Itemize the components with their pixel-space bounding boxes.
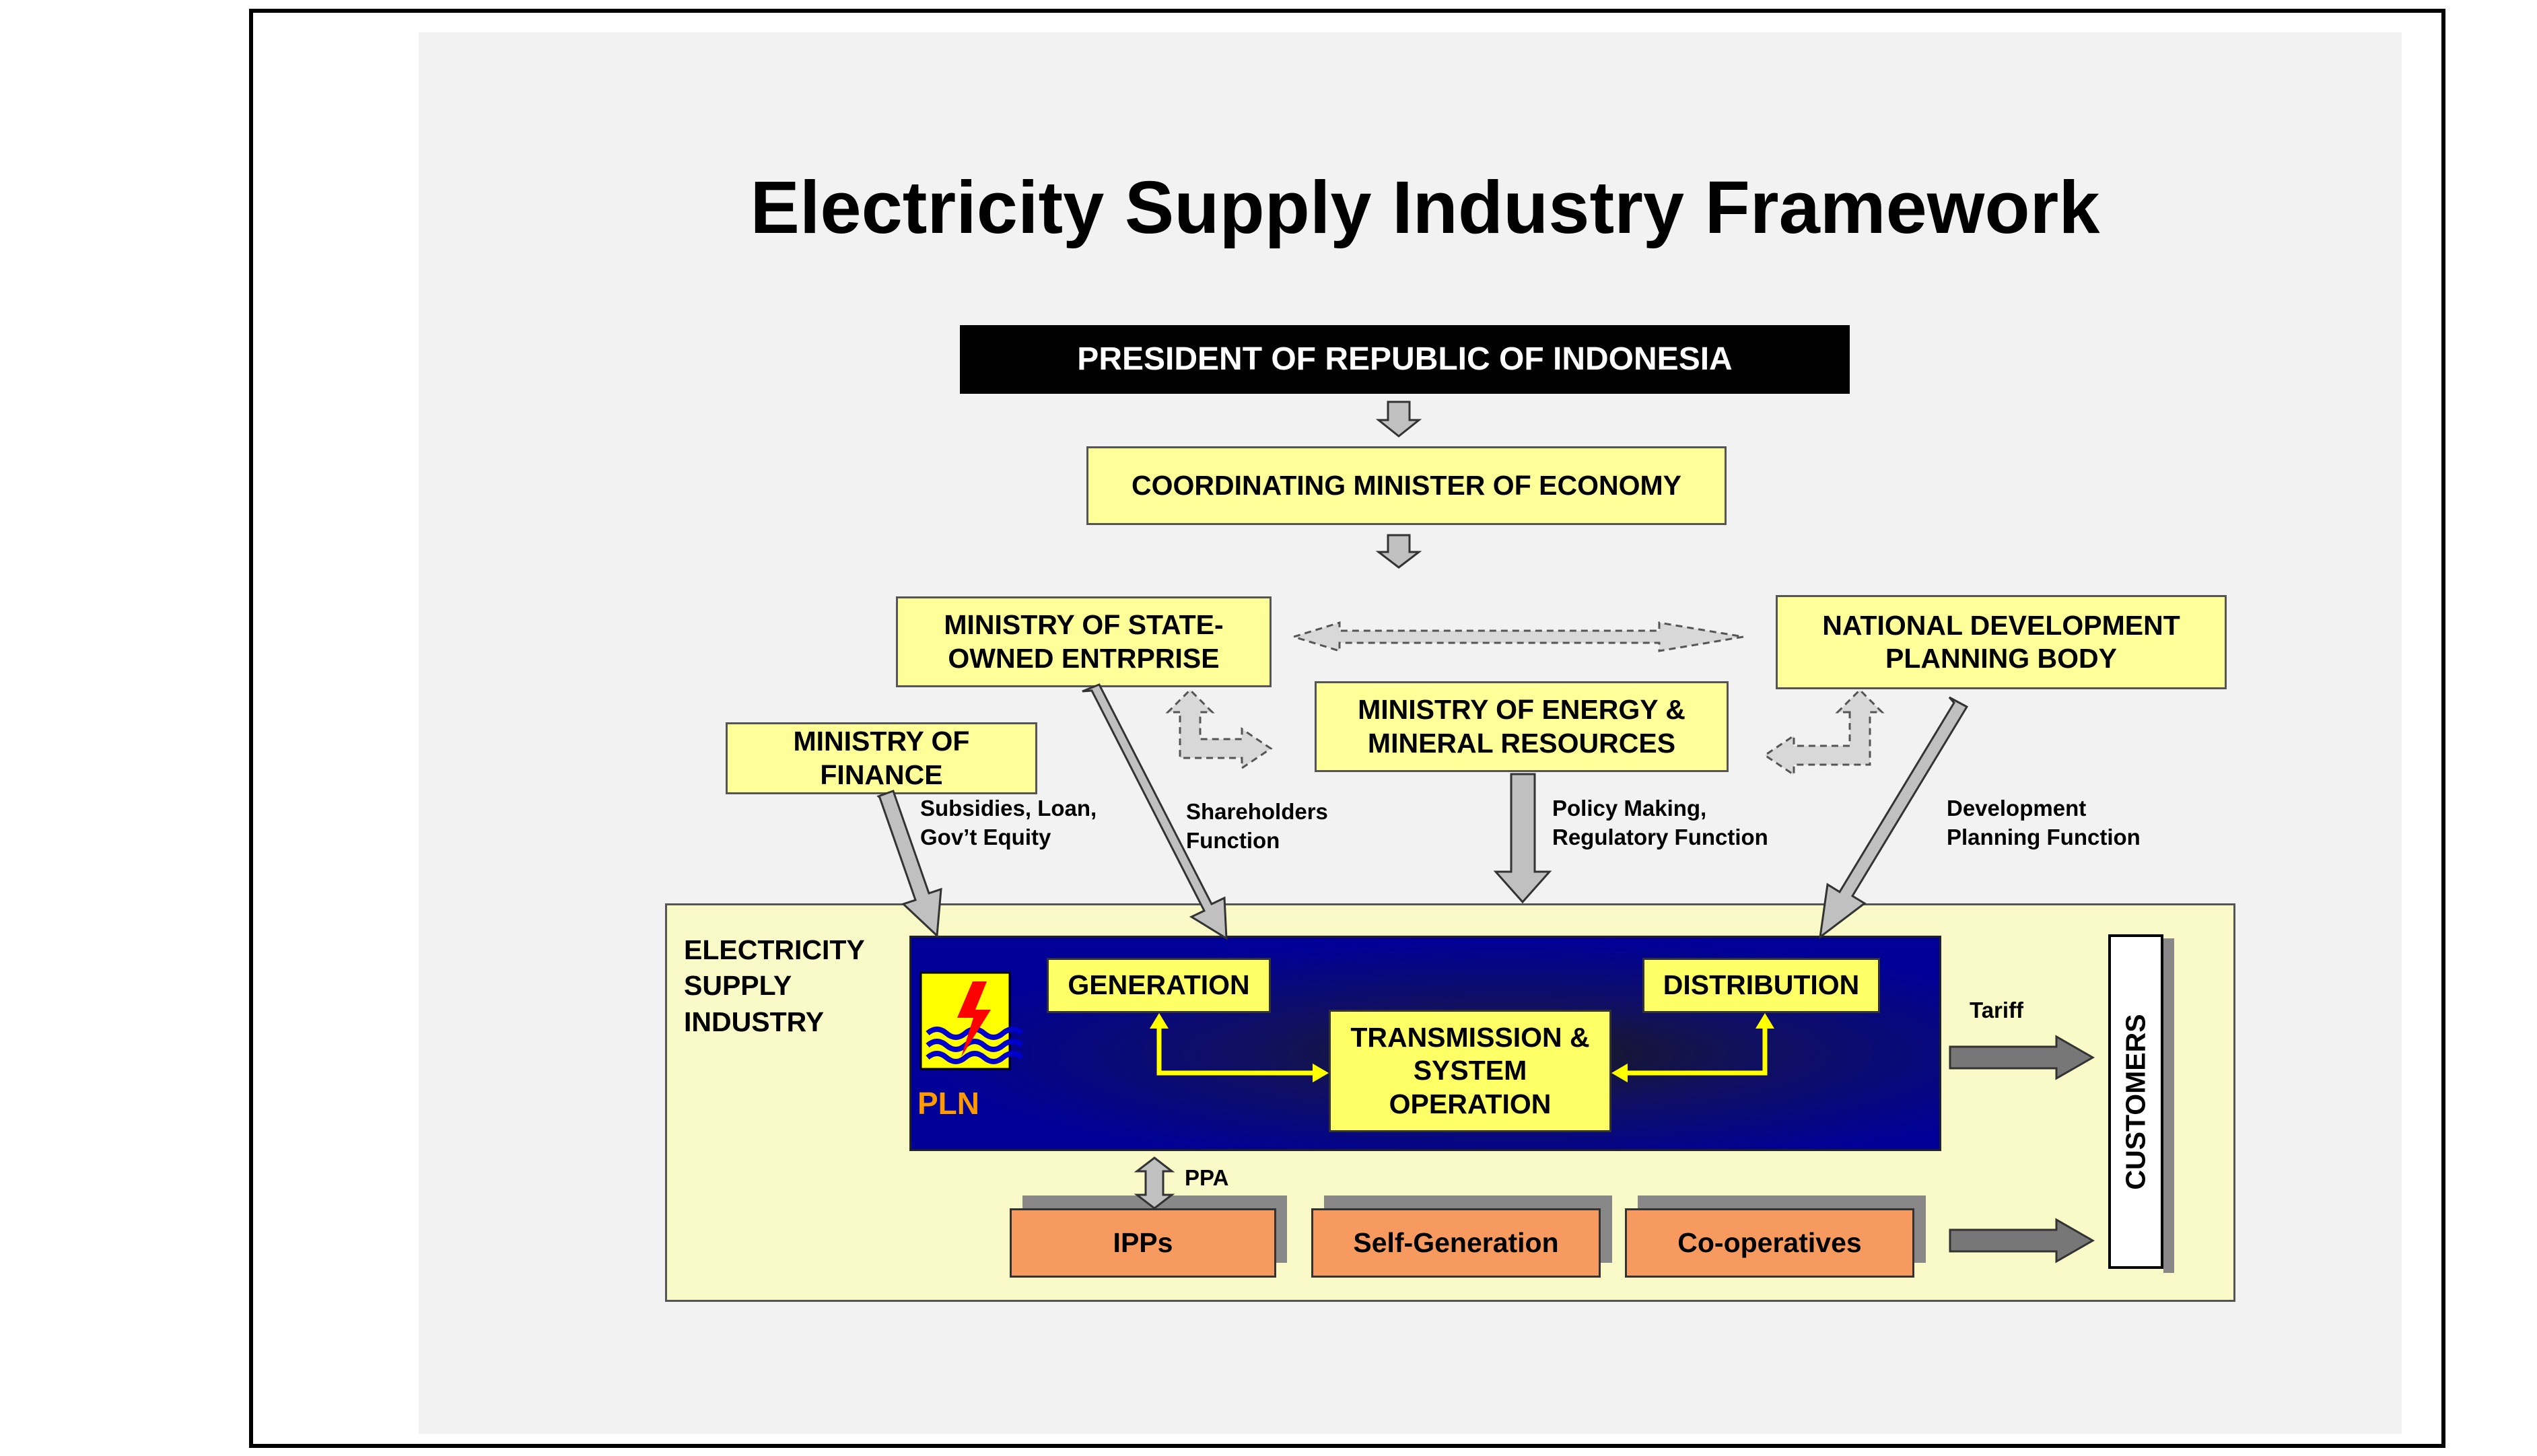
national-development-line1: NATIONAL DEVELOPMENT [1822, 609, 2180, 641]
national-development-line2: PLANNING BODY [1885, 643, 2117, 674]
coordinating-minister-label: COORDINATING MINISTER OF ECONOMY [1132, 469, 1681, 501]
finance-function-line2: Gov’t Equity [920, 824, 1051, 850]
ministry-state-owned-box: MINISTRY OF STATE- OWNED ENTRPRISE [896, 596, 1272, 687]
distribution-box: DISTRIBUTION [1642, 958, 1880, 1013]
transmission-line3: OPERATION [1389, 1088, 1552, 1119]
cooperatives-box: Co-operatives [1625, 1208, 1914, 1278]
esi-label: ELECTRICITY SUPPLY INDUSTRY [684, 932, 865, 1040]
transmission-line2: SYSTEM [1413, 1055, 1527, 1086]
national-development-box: NATIONAL DEVELOPMENT PLANNING BODY [1776, 595, 2227, 689]
cooperatives-label: Co-operatives [1677, 1226, 1862, 1258]
distribution-label: DISTRIBUTION [1663, 969, 1860, 1001]
shareholders-function-line2: Function [1186, 827, 1280, 853]
development-function-line2: Planning Function [1947, 824, 2141, 850]
diagram-title: Electricity Supply Industry Framework [750, 166, 2100, 249]
finance-function-line1: Subsidies, Loan, [920, 796, 1097, 821]
self-generation-label: Self-Generation [1353, 1226, 1559, 1258]
customers-box [2108, 934, 2163, 1269]
development-function-line1: Development [1947, 796, 2087, 821]
ministry-state-owned-line1: MINISTRY OF STATE- [944, 609, 1224, 641]
esi-label-line1: ELECTRICITY [684, 934, 865, 965]
esi-label-line2: SUPPLY [684, 970, 792, 1002]
tariff-label: Tariff [1970, 998, 2024, 1022]
president-label: PRESIDENT OF REPUBLIC OF INDONESIA [1077, 341, 1733, 378]
ministry-energy-line1: MINISTRY OF ENERGY & [1358, 694, 1685, 726]
transmission-box: TRANSMISSION & SYSTEM OPERATION [1329, 1010, 1611, 1132]
esi-label-line3: INDUSTRY [684, 1006, 825, 1037]
pln-label: PLN [917, 1086, 979, 1121]
policy-function-label: Policy Making, Regulatory Function [1552, 794, 1768, 852]
self-generation-box: Self-Generation [1311, 1208, 1601, 1278]
ministry-energy-line2: MINERAL RESOURCES [1367, 727, 1676, 759]
ministry-energy-box: MINISTRY OF ENERGY & MINERAL RESOURCES [1315, 681, 1729, 772]
ipps-label: IPPs [1113, 1226, 1173, 1258]
ministry-state-owned-line2: OWNED ENTRPRISE [948, 642, 1220, 674]
shareholders-function-label: Shareholders Function [1186, 798, 1328, 856]
coordinating-minister-box: COORDINATING MINISTER OF ECONOMY [1086, 446, 1727, 525]
shareholders-function-line1: Shareholders [1186, 799, 1328, 824]
policy-function-line1: Policy Making, [1552, 796, 1707, 821]
ppa-label: PPA [1185, 1165, 1229, 1190]
ministry-finance-line1: MINISTRY OF [793, 726, 970, 757]
finance-function-label: Subsidies, Loan, Gov’t Equity [920, 794, 1097, 852]
transmission-line1: TRANSMISSION & [1350, 1022, 1590, 1053]
customers-label: CUSTOMERS [2120, 1014, 2151, 1190]
development-function-label: Development Planning Function [1947, 794, 2141, 852]
customers-shadow [2163, 938, 2174, 1273]
ministry-finance-box: MINISTRY OF FINANCE [726, 722, 1037, 794]
ipps-box: IPPs [1010, 1208, 1276, 1278]
generation-box: GENERATION [1047, 958, 1271, 1013]
president-box: PRESIDENT OF REPUBLIC OF INDONESIA [960, 325, 1850, 394]
policy-function-line2: Regulatory Function [1552, 824, 1768, 850]
generation-label: GENERATION [1068, 969, 1250, 1001]
ministry-finance-line2: FINANCE [820, 759, 943, 790]
